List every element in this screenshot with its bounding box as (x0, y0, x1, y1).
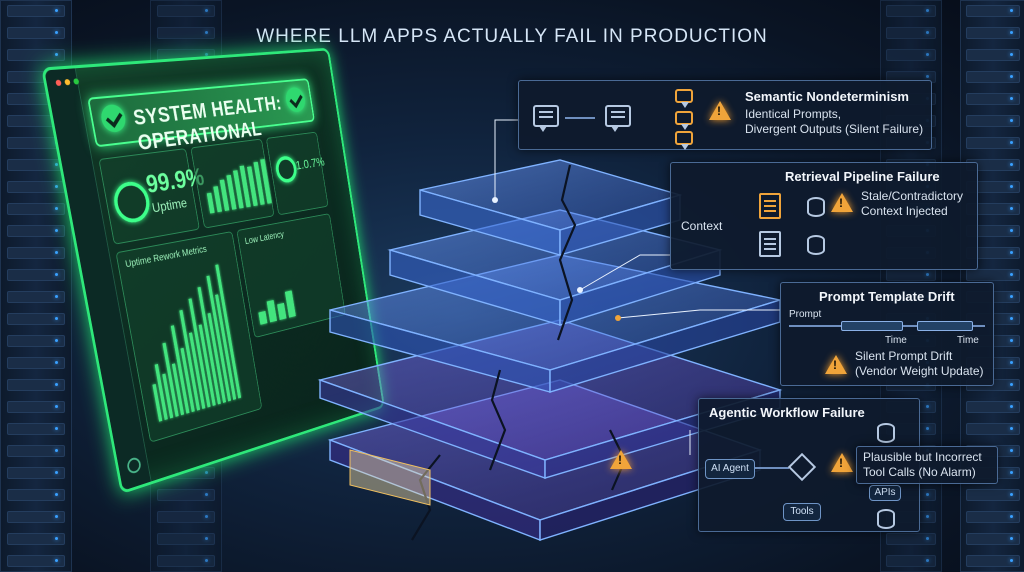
callout-title: Retrieval Pipeline Failure (785, 169, 940, 184)
connector-dot (615, 315, 621, 321)
database-icon (807, 235, 825, 255)
callout-title: Semantic Nondeterminism (745, 89, 909, 104)
chat-bubble-icon (675, 111, 693, 125)
document-icon (759, 231, 781, 257)
callout-line: (Vendor Weight Update) (855, 364, 984, 379)
ai-agent-node: AI Agent (705, 459, 755, 479)
warning-icon (831, 453, 853, 472)
chat-bubble-icon (533, 105, 559, 127)
warning-icon (825, 355, 847, 374)
database-icon (877, 423, 895, 443)
warning-icon (831, 193, 853, 212)
decision-diamond-icon (788, 453, 816, 481)
connector-dot (577, 287, 583, 293)
database-icon (807, 197, 825, 217)
time-label: Time (885, 333, 907, 348)
callout-line: Plausible but Incorrect (863, 450, 982, 465)
warning-icon (709, 101, 731, 120)
callout-agentic-note: Plausible but Incorrect Tool Calls (No A… (856, 446, 998, 484)
timeline-segment (841, 321, 903, 331)
context-label: Context (681, 219, 722, 234)
connector-dot (492, 197, 498, 203)
callout-line: Context Injected (861, 204, 948, 219)
callout-prompt-drift: Prompt Template Drift Prompt Time Time S… (780, 282, 994, 386)
callout-title: Prompt Template Drift (819, 289, 955, 304)
chat-bubble-icon (675, 131, 693, 145)
callout-line: Identical Prompts, (745, 107, 841, 122)
chat-bubble-icon (605, 105, 631, 127)
callout-line: Stale/Contradictory (861, 189, 963, 204)
database-icon (877, 509, 895, 529)
timeline-segment (917, 321, 973, 331)
document-icon (759, 193, 781, 219)
callout-retrieval-failure: Retrieval Pipeline Failure Context Stale… (670, 162, 978, 270)
callout-semantic-nondeterminism: Semantic Nondeterminism Identical Prompt… (518, 80, 932, 150)
prompt-label: Prompt (789, 307, 821, 322)
callout-title: Agentic Workflow Failure (709, 405, 865, 420)
callout-line: Tool Calls (No Alarm) (863, 465, 976, 480)
apis-node: APIs (869, 485, 901, 501)
arrow-line (565, 117, 595, 119)
tools-node: Tools (783, 503, 821, 521)
arrow-line (755, 467, 789, 469)
callout-line: Divergent Outputs (Silent Failure) (745, 122, 923, 137)
time-label: Time (957, 333, 979, 348)
callout-line: Silent Prompt Drift (855, 349, 952, 364)
chat-bubble-icon (675, 89, 693, 103)
warning-icon (610, 450, 632, 469)
